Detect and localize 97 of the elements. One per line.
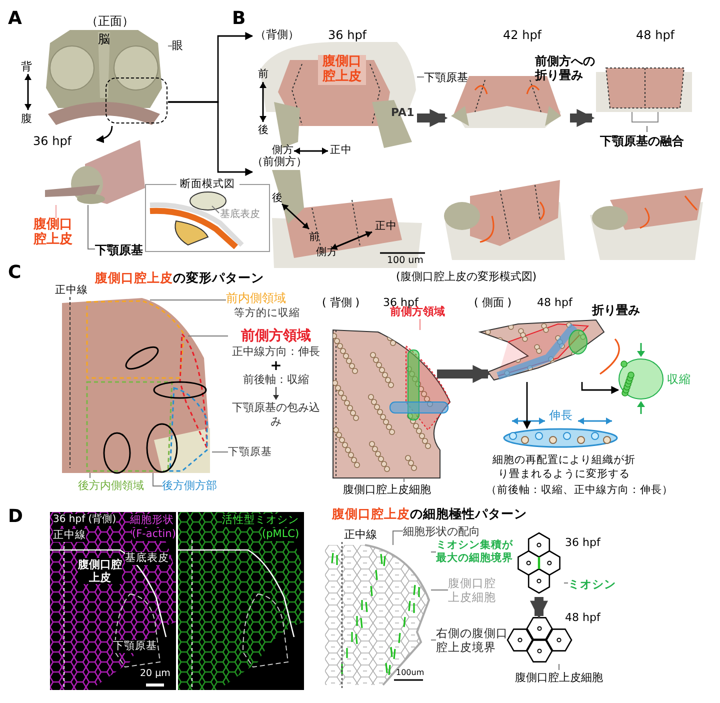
arrow bbox=[523, 382, 531, 430]
view-label: ( 側面 ) bbox=[474, 296, 512, 310]
view-label: ( 背側 ) bbox=[322, 296, 360, 310]
stage-label: 36 hpf (背側) bbox=[53, 514, 116, 526]
stage-label: 42 hpf bbox=[503, 28, 542, 42]
callout-label: 後方内側領域 bbox=[78, 478, 152, 494]
extension-label: 伸長 bbox=[549, 409, 573, 423]
channel-label: (F-actin) bbox=[132, 528, 176, 541]
note-text: + bbox=[270, 359, 282, 373]
callout-label: 腹側口腔上皮細胞 bbox=[343, 482, 443, 498]
curved-arrow bbox=[96, 126, 113, 143]
channel-label: 細胞形状 bbox=[130, 514, 174, 527]
axis-label: 側方 bbox=[272, 144, 294, 156]
leader-line bbox=[392, 530, 404, 546]
axis-label: 前 bbox=[258, 68, 269, 81]
leader-line bbox=[564, 582, 568, 584]
note-text: 正中線方向：伸長 bbox=[232, 345, 320, 359]
region-label: 前側方領域 bbox=[241, 327, 311, 345]
cell-cluster-circle bbox=[618, 358, 664, 400]
note-text: 等方的に収縮 bbox=[233, 306, 301, 320]
part-label: PA1 bbox=[391, 106, 414, 120]
scale-label: 20 µm bbox=[140, 668, 170, 680]
caption-text: （前後軸：収縮、正中線方向：伸長） bbox=[486, 484, 673, 497]
block-arrow bbox=[570, 109, 595, 127]
leader-line bbox=[212, 206, 220, 214]
line-label: 正中線 bbox=[55, 284, 88, 297]
axis-label: 正中 bbox=[330, 144, 352, 157]
leader-line bbox=[152, 472, 162, 486]
micrograph-placeholder bbox=[178, 512, 304, 690]
caption-text: 細胞の再配置により組織が折り畳まれるように変形する bbox=[492, 453, 636, 481]
title-text: 腹側口腔上皮 bbox=[332, 506, 410, 521]
panel-letter: C bbox=[8, 262, 22, 284]
axis-label: 後 bbox=[272, 192, 283, 205]
stage-label: 36 hpf bbox=[565, 536, 600, 550]
tissue-photo-drawing bbox=[62, 298, 212, 473]
callout-label: 下顎原基 bbox=[228, 445, 278, 460]
panel-letter: B bbox=[232, 8, 246, 30]
folded-tissue-drawing bbox=[478, 318, 606, 382]
figure-subtitle: (腹側口腔上皮の変形模式図) bbox=[396, 270, 537, 284]
panel-letter: A bbox=[8, 8, 22, 30]
axis-label: 腹 bbox=[21, 112, 32, 126]
fold-label: 折り畳み bbox=[592, 303, 640, 318]
part-label: 脳 bbox=[98, 32, 110, 46]
callout-label: 右側の腹側口腔上皮境界 bbox=[436, 627, 512, 659]
callout-label: ミオシン bbox=[568, 576, 620, 591]
callout-label: 下顎原基 bbox=[95, 241, 151, 257]
title-text: の変形パターン bbox=[173, 270, 264, 285]
view-label: （正面） bbox=[86, 14, 134, 28]
axis-label: 後 bbox=[258, 124, 269, 137]
contraction-label: 収縮 bbox=[667, 373, 691, 387]
part-label: 下顎原基 bbox=[113, 640, 157, 653]
title-text: の細胞極性パターン bbox=[410, 506, 527, 521]
view-label: （背側） bbox=[255, 28, 299, 42]
title-text: 腹側口腔上皮 bbox=[95, 270, 173, 285]
panel-letter: D bbox=[8, 506, 23, 528]
line-label: 正中線 bbox=[344, 528, 377, 542]
leader-line bbox=[646, 126, 648, 132]
note-text: 前後軸：収縮 bbox=[243, 373, 309, 387]
block-arrow bbox=[530, 597, 548, 619]
callout-label: 下顎原基の融合 bbox=[600, 132, 700, 148]
part-label: 基底表皮 bbox=[125, 552, 169, 565]
box-heading: 断面模式図 bbox=[176, 177, 239, 191]
leader-line bbox=[416, 76, 424, 78]
arrow bbox=[581, 382, 620, 394]
channel-label: 活性型ミオシン bbox=[222, 514, 299, 527]
note-text: 下顎原基の包み込み bbox=[231, 401, 321, 429]
block-arrow bbox=[437, 365, 491, 383]
region-label: 前内側領域 bbox=[226, 291, 287, 306]
arrow bbox=[168, 101, 254, 176]
leader-line bbox=[558, 664, 560, 670]
cell-row-ellipse bbox=[503, 428, 618, 448]
leader-line bbox=[88, 204, 96, 250]
view-label: （前側方） bbox=[252, 155, 307, 168]
axis-label: 正中 bbox=[375, 220, 397, 233]
scale-label: 100um bbox=[396, 668, 424, 678]
channel-label: (pMLC) bbox=[262, 528, 300, 541]
stage-label: 36 hpf bbox=[328, 28, 367, 42]
stage-label: 48 hpf bbox=[565, 611, 600, 624]
callout-label: 細胞形状の配向 bbox=[403, 524, 495, 539]
tissue-label: 腹側口腔上皮 bbox=[318, 55, 366, 85]
scale-label: 100 um bbox=[387, 255, 424, 266]
callout-label: 腹側口腔上皮 bbox=[30, 218, 76, 252]
callout-label: 後方側方部 bbox=[162, 478, 224, 494]
stage-label: 48 hpf bbox=[636, 28, 675, 42]
callout-label: ミオシン集積が最大の細胞境界 bbox=[436, 539, 514, 569]
callout-label: 腹側口腔上皮細胞 bbox=[515, 670, 615, 686]
callout-label: 基底表皮 bbox=[220, 207, 270, 221]
callout-label: 眼 bbox=[172, 38, 192, 54]
axis-label: 前 bbox=[309, 231, 320, 244]
tissue-label: 腹側口腔上皮 bbox=[78, 558, 122, 584]
callout-label: 腹側口腔上皮細胞 bbox=[448, 577, 504, 609]
axis-label: 背 bbox=[21, 60, 32, 74]
stage-label: 36 hpf bbox=[33, 134, 72, 148]
callout-label: 下顎原基 bbox=[424, 70, 480, 85]
stage-label: 48 hpf bbox=[537, 296, 572, 310]
fold-label: 前側方への折り畳み bbox=[535, 54, 596, 83]
line-label: 正中線 bbox=[53, 529, 86, 542]
